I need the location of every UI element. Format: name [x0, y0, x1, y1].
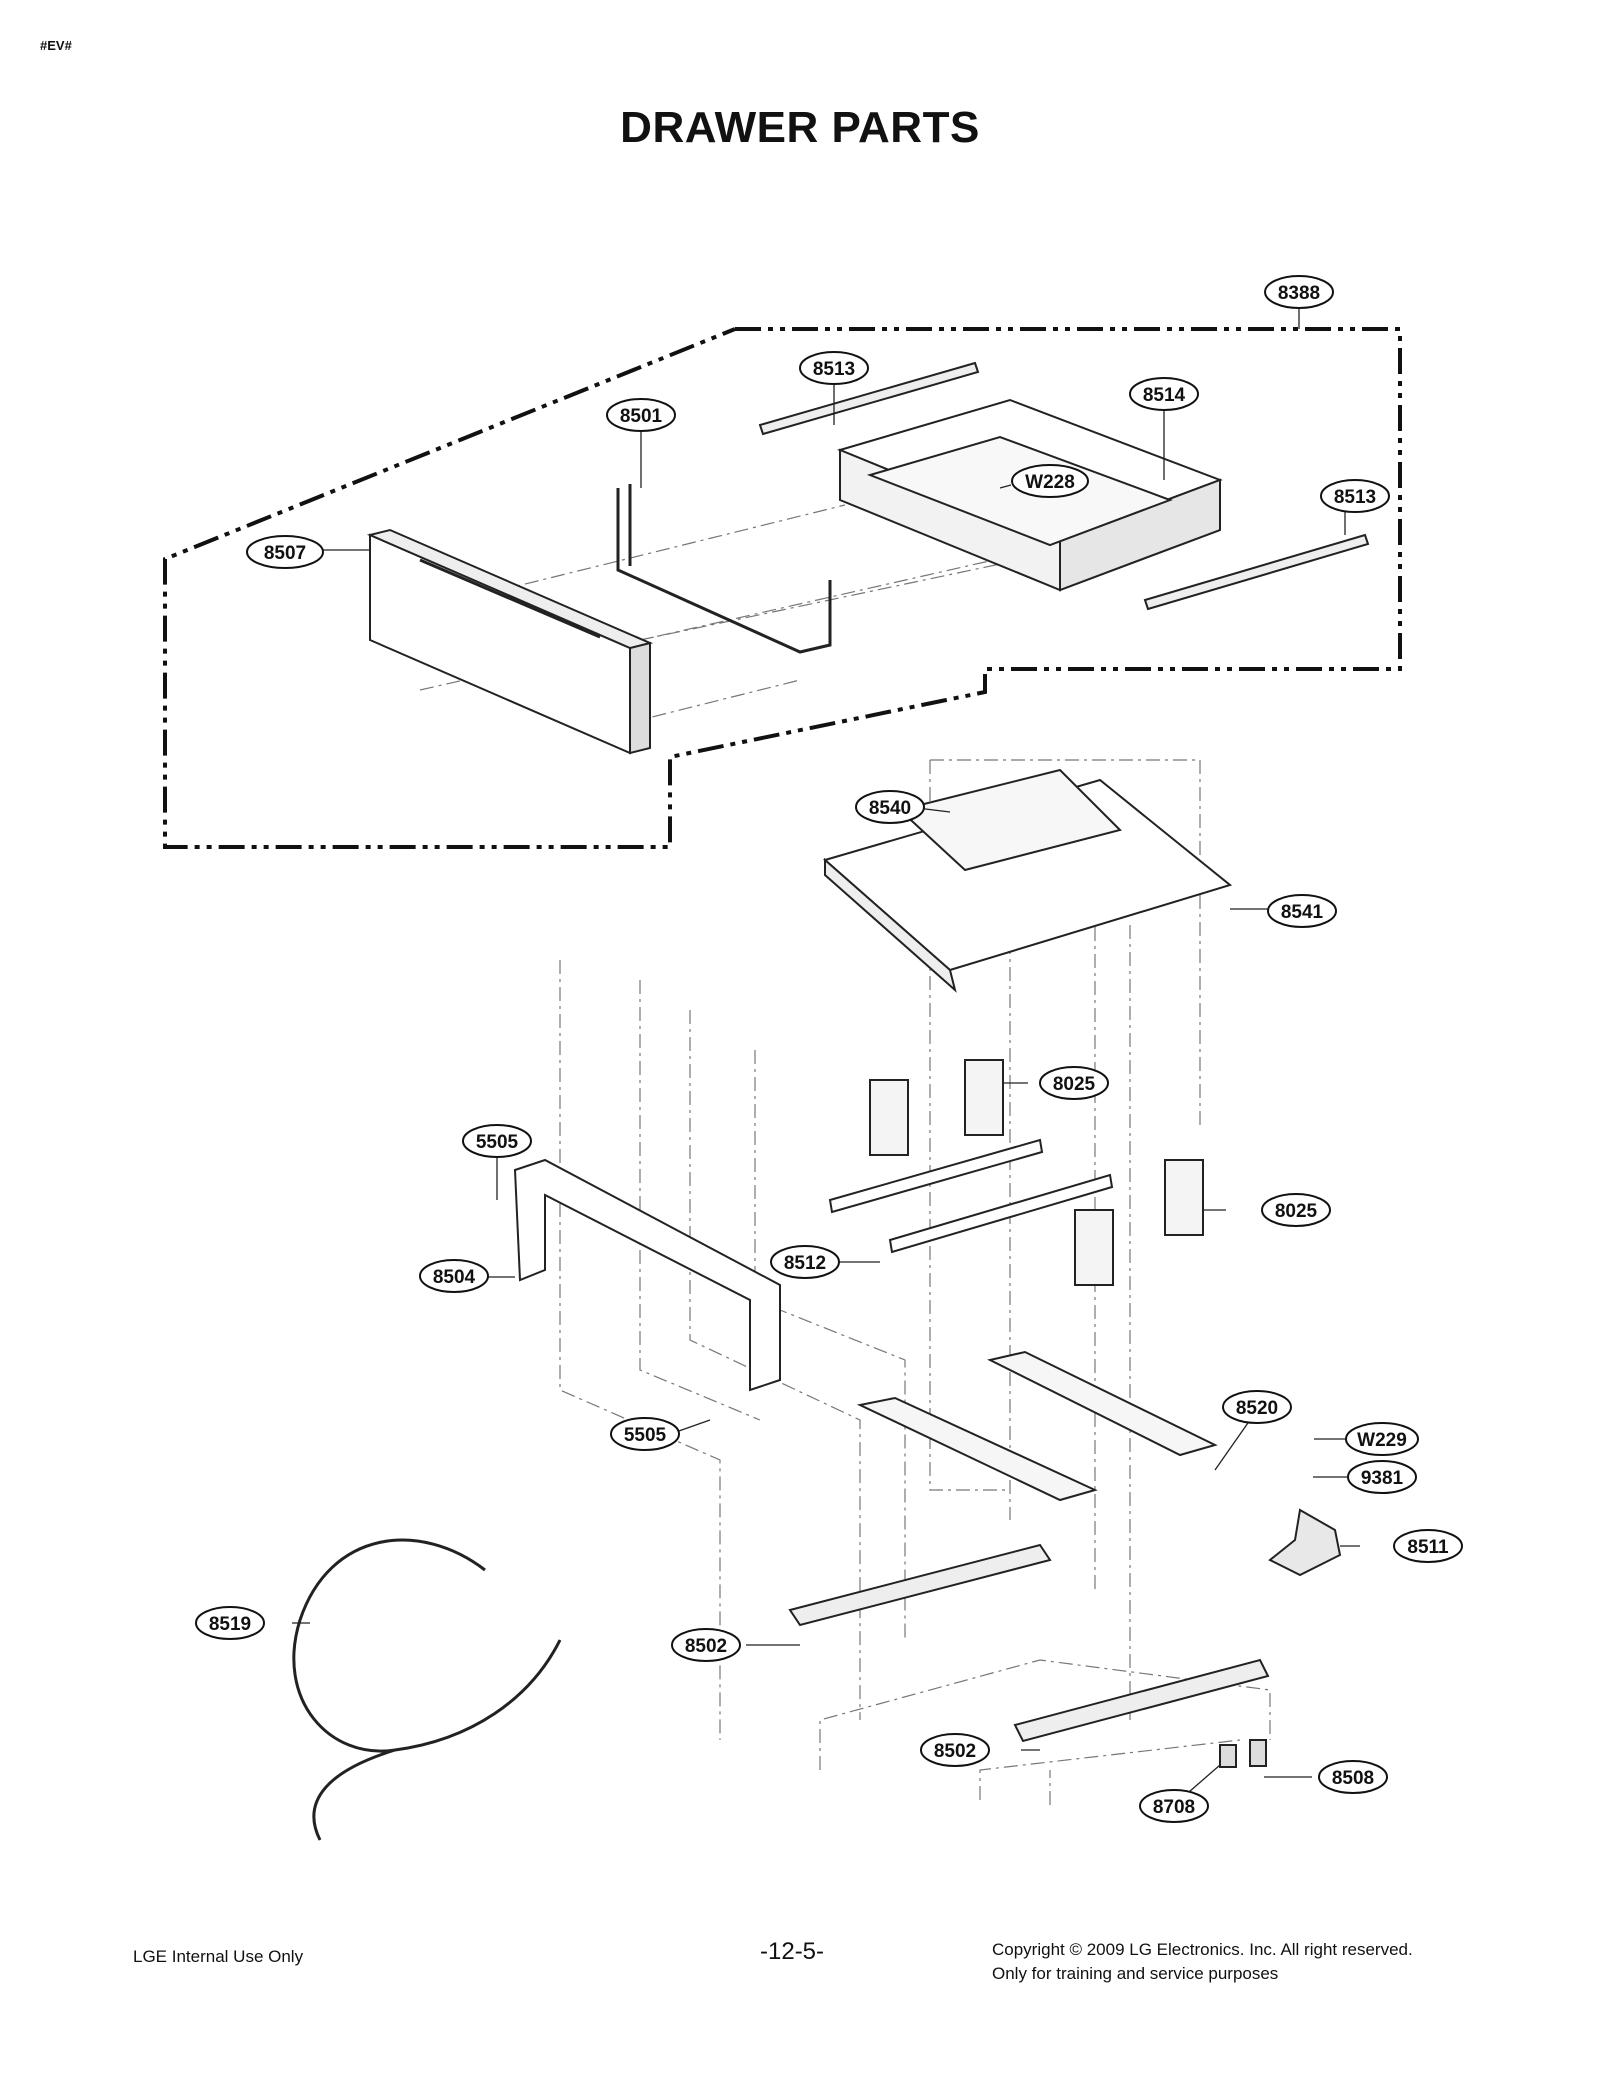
- callout-5505-lower: 5505: [624, 1425, 667, 1446]
- callout-bubble-8513: [799, 351, 869, 385]
- base-channels: [856, 1350, 1218, 1502]
- callout-bubble-w229: [1345, 1422, 1419, 1456]
- callout-bubble-9381: [1347, 1460, 1417, 1494]
- callout-bubble-8501: [606, 398, 676, 432]
- callout-bubble-8520: [1222, 1390, 1292, 1424]
- callout-8519: 8519: [209, 1614, 251, 1635]
- callout-bubble-5505-lower: [610, 1417, 680, 1451]
- lower-slides: [788, 1543, 1270, 1743]
- callout-8541: 8541: [1281, 902, 1324, 923]
- drawer-assembly-boundary: [163, 327, 1402, 849]
- callout-bubble-8508: [1318, 1760, 1388, 1794]
- cross-rail: [828, 1138, 1114, 1254]
- callout-8708: 8708: [1153, 1797, 1195, 1818]
- footer-copyright: Copyright © 2009 LG Electronics. Inc. Al…: [992, 1938, 1413, 1986]
- top-cover-plates: [822, 768, 1233, 993]
- callout-w228: W228: [1025, 472, 1075, 493]
- mounting-brackets: [869, 1059, 1204, 1286]
- callout-bubble-8502-lower: [920, 1733, 990, 1767]
- callout-bubble-8025: [1039, 1066, 1109, 1100]
- callout-w229: W229: [1357, 1430, 1407, 1451]
- callout-bubble-8511: [1393, 1529, 1463, 1563]
- callout-8520: 8520: [1236, 1398, 1278, 1419]
- leveling-feet: [1219, 1739, 1267, 1768]
- callout-8513: 8513: [813, 359, 855, 380]
- page-number: -12-5-: [760, 1938, 825, 1965]
- callout-5505: 5505: [476, 1132, 519, 1153]
- callout-8025: 8025: [1053, 1074, 1096, 1095]
- callout-bubble-8507: [246, 535, 324, 569]
- callout-bubble-8540: [855, 790, 925, 824]
- callout-8512: 8512: [784, 1253, 826, 1274]
- callout-8502: 8502: [685, 1636, 727, 1657]
- callout-bubble-8519: [195, 1606, 265, 1640]
- callout-8501: 8501: [620, 406, 663, 427]
- callout-8514: 8514: [1143, 385, 1186, 406]
- front-frame: [513, 1158, 781, 1392]
- callout-8025-right: 8025: [1275, 1201, 1318, 1222]
- callout-8388: 8388: [1278, 283, 1320, 304]
- callout-labels: 8388 8513 8514 8501 W228 8513 8507 8540 …: [209, 283, 1449, 1818]
- side-bracket: [1268, 1508, 1342, 1577]
- callout-bubble-8512: [770, 1245, 840, 1279]
- callout-8508: 8508: [1332, 1768, 1374, 1789]
- callout-8540: 8540: [869, 798, 911, 819]
- callout-9381: 9381: [1361, 1468, 1404, 1489]
- callout-bubble-5505: [462, 1124, 532, 1158]
- drawer-frame: [616, 484, 832, 654]
- callout-bubble-8025-right: [1261, 1193, 1331, 1227]
- page-title: DRAWER PARTS: [620, 103, 980, 152]
- callout-bubble-8504: [419, 1259, 489, 1293]
- drawer-slide-rails: [758, 361, 1370, 611]
- wire-harness: [292, 1538, 562, 1841]
- callout-bubble-8388: [1264, 275, 1334, 309]
- callout-8504: 8504: [433, 1267, 476, 1288]
- callout-bubble-8514: [1129, 377, 1199, 411]
- part-callouts: [195, 275, 1463, 1823]
- footer-internal-use: LGE Internal Use Only: [133, 1947, 304, 1966]
- callout-8513-right: 8513: [1334, 487, 1376, 508]
- training-line: Only for training and service purposes: [992, 1964, 1279, 1983]
- callout-bubble-8513-right: [1320, 479, 1390, 513]
- callout-bubble-8708: [1139, 1789, 1209, 1823]
- callout-bubble-w228: [1011, 464, 1089, 498]
- callout-8502-lower: 8502: [934, 1741, 976, 1762]
- drawer-front-panel: [366, 528, 654, 755]
- callout-8511: 8511: [1407, 1537, 1449, 1558]
- callout-bubble-8502: [671, 1628, 741, 1662]
- callout-8507: 8507: [264, 543, 306, 564]
- document-id: #EV#: [40, 38, 72, 53]
- callout-bubble-8541: [1267, 894, 1337, 928]
- alignment-lines: [419, 504, 1271, 1805]
- copyright-line: Copyright © 2009 LG Electronics. Inc. Al…: [992, 1940, 1413, 1959]
